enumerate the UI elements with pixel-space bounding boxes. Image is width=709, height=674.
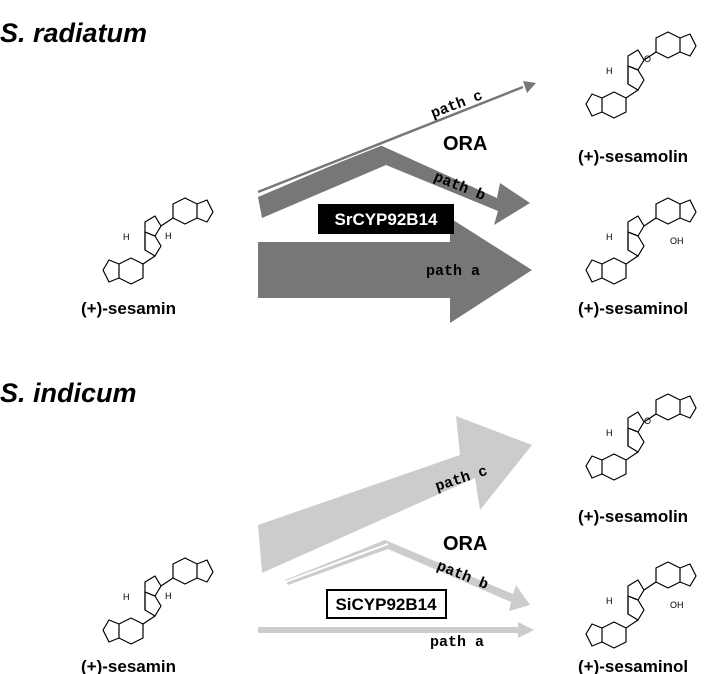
path-b-label: path b (431, 169, 487, 205)
svg-text:H: H (123, 592, 130, 602)
svg-text:H: H (123, 232, 130, 242)
enzyme-box (318, 204, 454, 234)
path-c-arrow (257, 85, 524, 194)
path-c-label: path c (429, 87, 486, 122)
path-b-arrow (285, 540, 530, 611)
svg-text:O: O (644, 416, 651, 426)
path-c-arrowhead (523, 81, 536, 93)
svg-text:H: H (165, 591, 172, 601)
ora-label: ORA (443, 133, 487, 155)
product-1-label: (+)-sesamolin (578, 147, 688, 166)
path-a-label: path a (426, 263, 480, 280)
enzyme-label: SiCYP92B14 (335, 595, 437, 614)
product-2-label: (+)-sesaminol (578, 657, 688, 674)
product-1-label: (+)-sesamolin (578, 507, 688, 526)
sesaminol-structure: OH H (585, 197, 697, 285)
svg-text:H: H (606, 66, 613, 76)
sesaminol-structure: OH H (585, 561, 697, 649)
enzyme-box (326, 589, 447, 619)
sesamin-structure: H H (102, 197, 214, 285)
panel-radiatum: S. radiatum path c ORA path b SrCYP92B14… (0, 18, 697, 323)
svg-text:H: H (606, 428, 613, 438)
enzyme-label: SrCYP92B14 (334, 210, 438, 229)
path-a-arrow (258, 627, 520, 633)
svg-text:H: H (606, 232, 613, 242)
ora-label: ORA (443, 533, 487, 555)
product-2-label: (+)-sesaminol (578, 299, 688, 318)
svg-text:H: H (165, 231, 172, 241)
path-a-arrowhead (518, 622, 534, 638)
panel-indicum: S. indicum path c ORA path b SiCYP92B14 … (0, 378, 697, 674)
sesamin-structure: H H (102, 557, 214, 645)
svg-text:OH: OH (670, 600, 684, 610)
species-title: S. radiatum (0, 18, 147, 48)
path-a-arrow (258, 218, 532, 323)
sesamolin-structure: O H (585, 393, 697, 481)
path-c-arrow (258, 416, 532, 573)
path-a-label: path a (430, 634, 484, 651)
sesamolin-structure: O H (585, 31, 697, 119)
path-b-arrow-edge (284, 543, 389, 583)
path-b-label: path b (434, 558, 490, 594)
svg-text:OH: OH (670, 236, 684, 246)
substrate-label: (+)-sesamin (81, 657, 176, 674)
species-title: S. indicum (0, 378, 137, 408)
path-b-arrow (258, 145, 530, 225)
svg-text:O: O (644, 54, 651, 64)
substrate-label: (+)-sesamin (81, 299, 176, 318)
svg-text:H: H (606, 596, 613, 606)
